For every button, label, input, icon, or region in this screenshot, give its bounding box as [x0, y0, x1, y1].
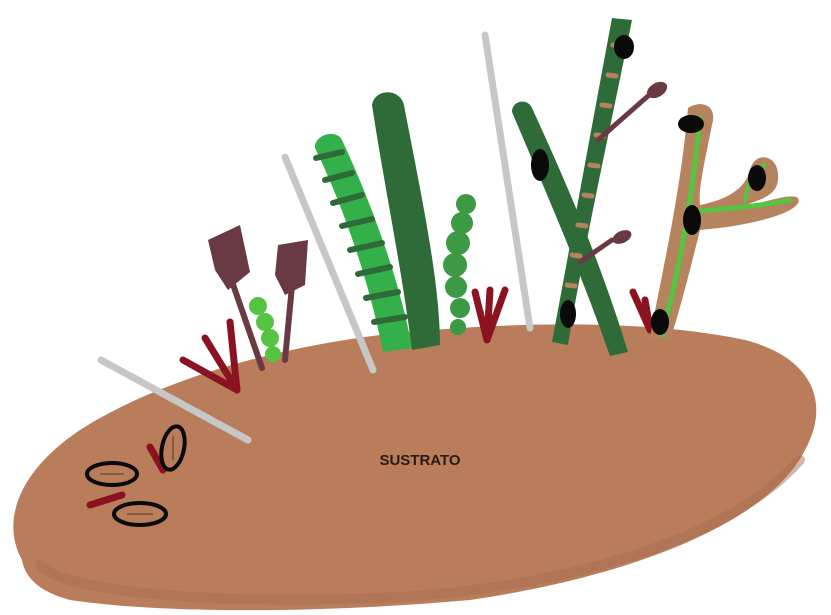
ladder-rung: [590, 165, 598, 166]
red-alga: [633, 292, 650, 330]
green-bead: [256, 313, 274, 331]
ladder-rung: [584, 195, 592, 196]
ladder-rung: [572, 255, 580, 256]
black-spot: [651, 309, 669, 335]
ladder-rung: [608, 75, 616, 76]
ladder-rung: [578, 225, 586, 226]
brown-stalks: [208, 225, 308, 368]
green-bead: [261, 329, 279, 347]
green-bead: [450, 298, 470, 318]
ladder-rung: [567, 285, 575, 286]
tube-alga: [650, 104, 799, 340]
gray-filament: [485, 35, 530, 328]
black-spot: [748, 165, 766, 191]
ladder-rung: [602, 105, 610, 106]
green-bead: [446, 231, 470, 255]
green-bead: [450, 319, 466, 335]
brown-paddle: [208, 225, 250, 290]
green-bead: [451, 212, 473, 234]
green-bead: [265, 346, 281, 362]
brown-paddle: [275, 240, 308, 295]
black-spot: [614, 35, 634, 59]
green-bead: [443, 253, 467, 277]
black-spot: [678, 115, 704, 133]
green-bead: [456, 194, 476, 214]
epiphyte-paddle: [610, 227, 633, 246]
black-spot: [531, 149, 549, 181]
green-bead: [249, 297, 267, 315]
substrate-label: SUSTRATO: [379, 452, 460, 469]
black-spot: [560, 300, 576, 328]
bead-chain-middle: [443, 194, 476, 335]
black-spot: [683, 205, 701, 235]
green-bead: [445, 276, 467, 298]
